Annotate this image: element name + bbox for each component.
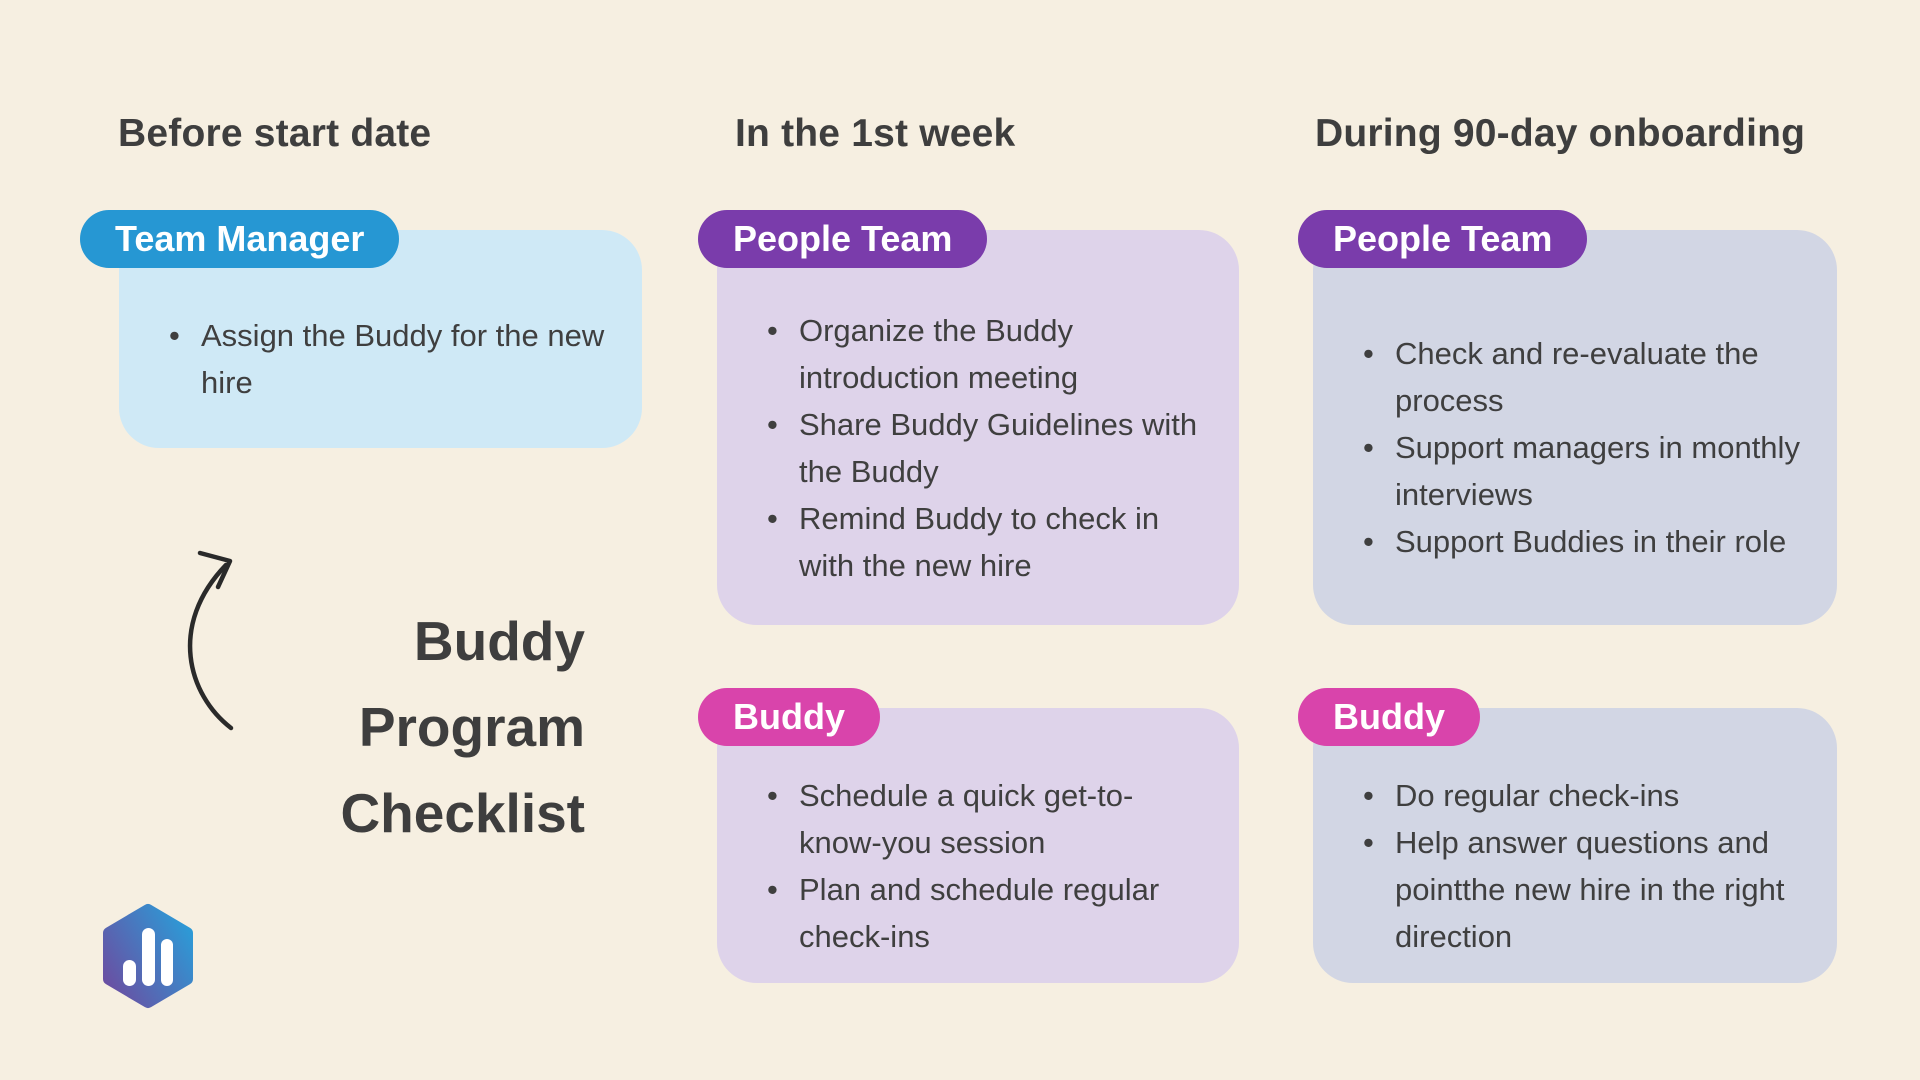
role-badge-buddy: Buddy bbox=[698, 688, 880, 746]
task-list: Organize the Buddy introduction meeting … bbox=[717, 247, 1239, 609]
poster-title-line: Program bbox=[358, 696, 585, 758]
task-item: Help answer questions and pointthe new h… bbox=[1361, 819, 1809, 960]
task-item: Assign the Buddy for the new hire bbox=[167, 312, 614, 406]
task-list: Schedule a quick get-to-know-you session… bbox=[717, 712, 1239, 980]
task-item: Organize the Buddy introduction meeting bbox=[765, 307, 1211, 401]
role-badge-people-team: People Team bbox=[1298, 210, 1588, 268]
task-list: Assign the Buddy for the new hire bbox=[119, 252, 642, 426]
column-during-90-day-onboarding: During 90-day onboarding People Team Che… bbox=[1298, 112, 1858, 983]
column-header: Before start date bbox=[118, 112, 432, 155]
task-card: Organize the Buddy introduction meeting … bbox=[717, 230, 1239, 625]
task-item: Plan and schedule regular check-ins bbox=[765, 866, 1211, 960]
poster-title: Buddy Program Checklist bbox=[185, 598, 585, 856]
role-badge-team-manager: Team Manager bbox=[80, 210, 400, 268]
poster-title-line: Buddy bbox=[413, 610, 585, 672]
bar-chart-logo-icon bbox=[98, 902, 198, 1015]
poster-title-line: Checklist bbox=[340, 782, 585, 844]
task-item: Schedule a quick get-to-know-you session bbox=[765, 772, 1211, 866]
curved-arrow-icon bbox=[168, 545, 288, 750]
task-list: Do regular check-ins Help answer questio… bbox=[1313, 712, 1837, 980]
column-header: In the 1st week bbox=[735, 112, 1016, 155]
task-list: Check and re-evaluate the process Suppor… bbox=[1313, 270, 1837, 585]
column-header: During 90-day onboarding bbox=[1315, 112, 1806, 155]
task-item: Check and re-evaluate the process bbox=[1361, 330, 1809, 424]
task-card: Do regular check-ins Help answer questio… bbox=[1313, 708, 1837, 983]
task-item: Share Buddy Guidelines with the Buddy bbox=[765, 401, 1211, 495]
task-card: Check and re-evaluate the process Suppor… bbox=[1313, 230, 1837, 625]
role-badge-people-team: People Team bbox=[698, 210, 988, 268]
column-before-start-date: Before start date Team Manager Assign th… bbox=[80, 112, 645, 448]
task-card: Schedule a quick get-to-know-you session… bbox=[717, 708, 1239, 983]
task-item: Do regular check-ins bbox=[1361, 772, 1809, 819]
task-item: Support Buddies in their role bbox=[1361, 518, 1809, 565]
task-item: Support managers in monthly interviews bbox=[1361, 424, 1809, 518]
task-item: Remind Buddy to check in with the new hi… bbox=[765, 495, 1211, 589]
column-in-the-1st-week: In the 1st week People Team Organize the… bbox=[698, 112, 1243, 983]
role-badge-buddy: Buddy bbox=[1298, 688, 1480, 746]
